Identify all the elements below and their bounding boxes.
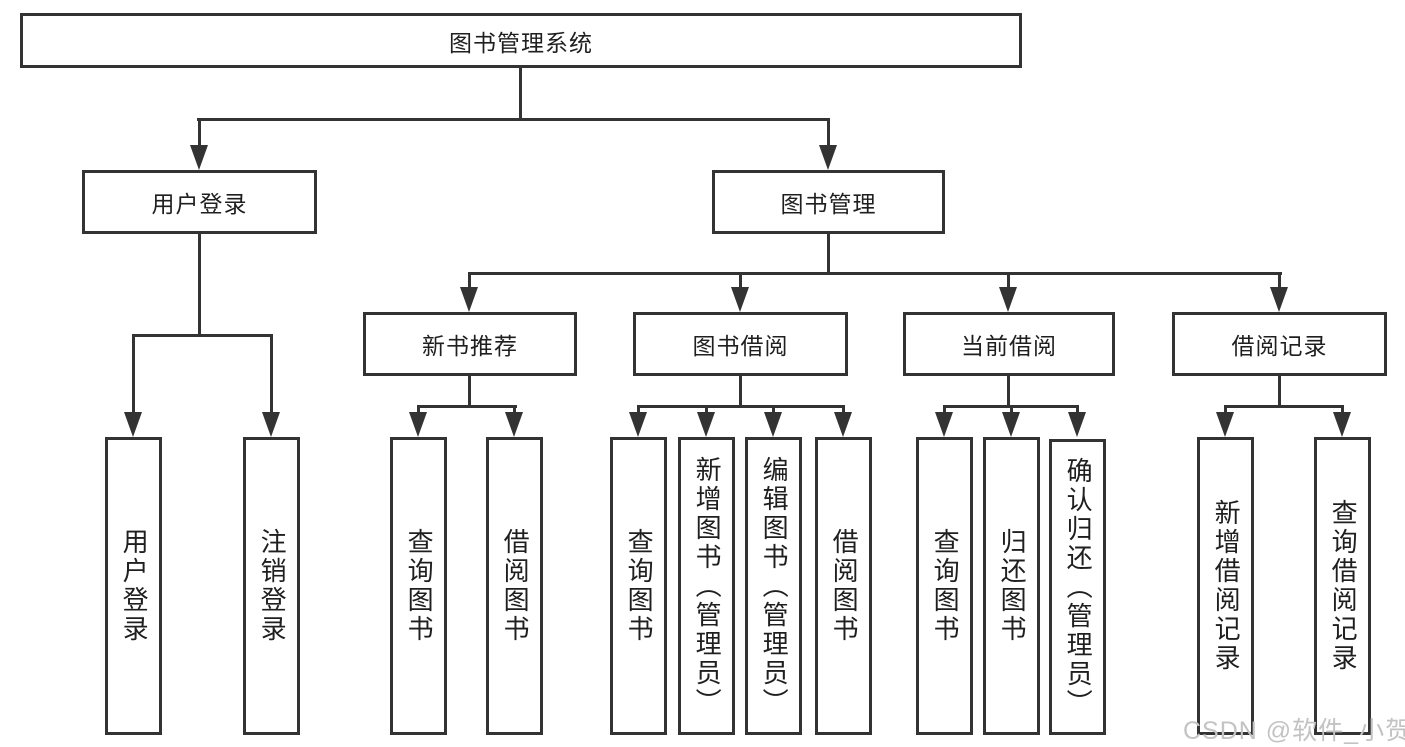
connector-line bbox=[1076, 405, 1079, 417]
connector-line bbox=[739, 272, 742, 290]
arrow-down-icon bbox=[124, 412, 142, 437]
connector-line bbox=[198, 118, 201, 160]
watermark: CSDN @软件_小贺同学 bbox=[1183, 717, 1405, 745]
connector-line bbox=[1007, 272, 1010, 290]
leaf-query-books: 查询图书 bbox=[610, 437, 667, 735]
node-new-book-recommendation: 新书推荐 bbox=[363, 312, 577, 376]
connector-line bbox=[468, 374, 471, 407]
leaf-edit-book-admin: 编辑图书（管理员） bbox=[745, 437, 802, 735]
arrow-down-icon bbox=[697, 412, 715, 437]
connector-line bbox=[1007, 374, 1010, 407]
connector-line bbox=[1278, 272, 1281, 290]
leaf-query-books: 查询图书 bbox=[390, 437, 447, 735]
connector-line bbox=[270, 334, 273, 414]
arrow-down-icon bbox=[1270, 287, 1288, 312]
connector-line bbox=[1224, 405, 1227, 417]
leaf-add-borrow-record: 新增借阅记录 bbox=[1197, 437, 1254, 735]
node-book-management-system: 图书管理系统 bbox=[20, 13, 1022, 68]
arrow-down-icon bbox=[1002, 412, 1020, 437]
connector-line bbox=[637, 405, 640, 417]
arrow-down-icon bbox=[409, 412, 427, 437]
connector-line bbox=[827, 118, 830, 160]
connector-line bbox=[198, 234, 201, 336]
connector-line bbox=[197, 118, 830, 121]
connector-line bbox=[1278, 374, 1281, 407]
connector-line bbox=[519, 67, 522, 118]
arrow-down-icon bbox=[629, 412, 647, 437]
node-current-borrowing: 当前借阅 bbox=[903, 312, 1115, 376]
connector-line bbox=[132, 334, 273, 337]
leaf-confirm-return-admin: 确认归还（管理员） bbox=[1049, 439, 1106, 735]
node-book-management: 图书管理 bbox=[712, 170, 945, 234]
arrow-down-icon bbox=[1216, 412, 1234, 437]
leaf-add-book-admin: 新增图书（管理员） bbox=[678, 437, 735, 735]
node-book-borrowing: 图书借阅 bbox=[633, 312, 848, 376]
arrow-down-icon bbox=[505, 412, 523, 437]
arrow-down-icon bbox=[1068, 412, 1086, 437]
connector-line bbox=[772, 405, 775, 417]
connector-line bbox=[417, 405, 420, 417]
connector-line bbox=[132, 334, 135, 414]
leaf-borrow-books: 借阅图书 bbox=[486, 437, 543, 735]
node-user-login: 用户登录 bbox=[82, 170, 317, 234]
connector-line bbox=[739, 374, 742, 407]
connector-line bbox=[1224, 405, 1344, 408]
leaf-query-borrow-record: 查询借阅记录 bbox=[1314, 437, 1371, 735]
connector-line bbox=[842, 405, 845, 417]
connector-line bbox=[468, 272, 1282, 275]
arrow-down-icon bbox=[731, 287, 749, 312]
leaf-return-book: 归还图书 bbox=[983, 437, 1040, 735]
arrow-down-icon bbox=[1333, 412, 1351, 437]
arrow-down-icon bbox=[190, 145, 208, 170]
connector-line bbox=[417, 405, 517, 408]
arrow-down-icon bbox=[262, 412, 280, 437]
connector-line bbox=[705, 405, 708, 417]
leaf-query-books: 查询图书 bbox=[916, 437, 973, 735]
connector-line bbox=[513, 405, 516, 417]
arrow-down-icon bbox=[764, 412, 782, 437]
connector-line bbox=[827, 234, 830, 274]
leaf-user-login: 用户登录 bbox=[105, 437, 162, 735]
arrow-down-icon bbox=[935, 412, 953, 437]
connector-line bbox=[1010, 405, 1013, 417]
arrow-down-icon bbox=[999, 287, 1017, 312]
leaf-logout: 注销登录 bbox=[243, 437, 300, 735]
node-borrowing-records: 借阅记录 bbox=[1172, 312, 1387, 376]
arrow-down-icon bbox=[834, 412, 852, 437]
connector-line bbox=[637, 405, 845, 408]
arrow-down-icon bbox=[819, 145, 837, 170]
arrow-down-icon bbox=[460, 287, 478, 312]
leaf-borrow-books: 借阅图书 bbox=[815, 437, 872, 735]
connector-line bbox=[468, 272, 471, 290]
connector-line bbox=[943, 405, 946, 417]
connector-line bbox=[1341, 405, 1344, 417]
